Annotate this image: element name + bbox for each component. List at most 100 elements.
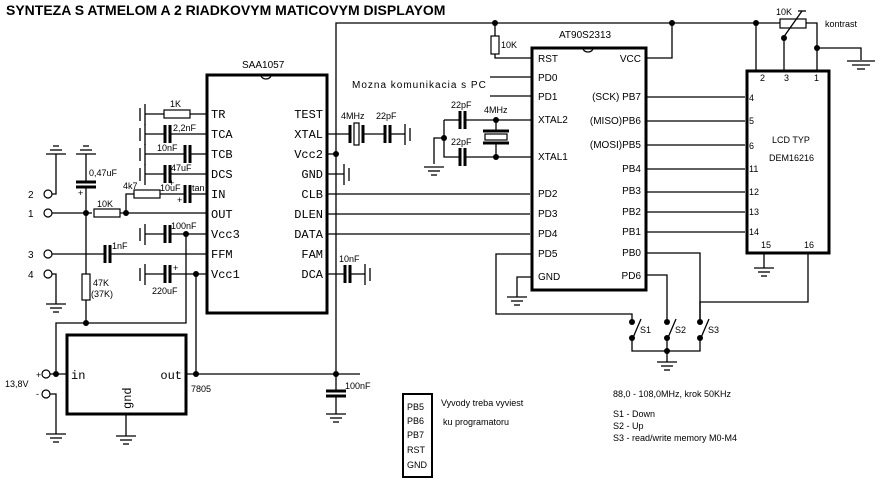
saa1057-chip: SAA1057 TR TCA TCB DCS IN OUT Vcc3 FFM V… <box>205 60 329 315</box>
label-100nf-vcc3: 100nF <box>171 221 197 231</box>
resistor-1k <box>163 109 191 119</box>
switch-s3-label: S3 <box>708 325 719 335</box>
label-10nf-dca: 10nF <box>339 254 360 264</box>
lcd-pin-6: 6 <box>749 141 754 151</box>
avr-pin-pb6: (MISO)PB6 <box>590 116 642 127</box>
prog-note-line1: Vyvody treba vyviest <box>441 398 524 408</box>
prog-pin-pb5: PB5 <box>407 402 424 412</box>
label-10k-rst: 10K <box>501 40 517 50</box>
supply-plus-sign: + <box>36 370 41 380</box>
switch-s2[interactable]: S2 <box>664 318 686 341</box>
lcd-pin-12: 12 <box>749 187 759 197</box>
plus-sign: + <box>173 263 178 273</box>
avr-pin-pd0: PD0 <box>538 73 558 84</box>
avr-pin-rst: RST <box>538 54 558 65</box>
lcd-type-label: LCD TYP <box>772 135 810 145</box>
label-22pf-xtal1: 22pF <box>451 137 472 147</box>
lcd-pin-16: 16 <box>804 240 814 250</box>
supply-voltage: 13,8V <box>5 379 29 389</box>
label-4mhz-avr: 4MHz <box>484 105 508 115</box>
label-kontrast: kontrast <box>825 19 858 29</box>
resistor-47k <box>81 273 91 301</box>
avr-pin-pb7: (SCK) PB7 <box>592 92 641 103</box>
connector-1 <box>43 208 53 218</box>
at90s2313-label: AT90S2313 <box>559 30 612 41</box>
lcd-module: 2 3 1 4 5 6 11 12 13 14 15 16 LCD TYP DE… <box>699 69 831 322</box>
saa1057-notch <box>260 74 272 80</box>
avr-pin-xtal1: XTAL1 <box>538 152 568 163</box>
resistor-10k-rst <box>490 35 500 55</box>
connector-3 <box>43 249 53 259</box>
avr-pin-pb0: PB0 <box>622 248 641 259</box>
pc-comm-note: Mozna komunikacia s PC <box>352 80 487 91</box>
regulator-gnd-label: gnd <box>121 387 135 409</box>
label-1k: 1K <box>170 99 181 109</box>
label-2-2nf: 2,2nF <box>173 123 197 133</box>
plus-sign: + <box>177 195 182 205</box>
saa-pin-vcc3: Vcc3 <box>211 228 240 242</box>
saa-pin-out: OUT <box>211 208 233 222</box>
avr-pin-pb2: PB2 <box>622 207 641 218</box>
saa-right-network: 4MHz 22pF 10nF <box>327 111 530 285</box>
label-0-47uf: 0,47uF <box>89 168 118 178</box>
prog-pin-rst: RST <box>407 445 426 455</box>
regulator-out-label: out <box>160 369 182 383</box>
lcd-pin-1: 1 <box>814 73 819 83</box>
lcd-pin-13: 13 <box>749 207 759 217</box>
resistor-4k7 <box>133 189 161 199</box>
programmer-header: PB5 PB6 PB7 RST GND Vyvody treba vyviest… <box>402 393 524 478</box>
label-10nf-tcb: 10nF <box>157 143 178 153</box>
saa-pin-ffm: FFM <box>211 248 233 262</box>
saa-pin-tca: TCA <box>211 128 233 142</box>
prog-pin-pb6: PB6 <box>407 416 424 426</box>
label-10k-out: 10K <box>97 199 113 209</box>
regulator-7805: in out gnd 7805 + 13,8V - 100nF <box>5 333 371 445</box>
label-22pf-saa: 22pF <box>376 111 397 121</box>
label-22pf-xtal2: 22pF <box>451 100 472 110</box>
lcd-pin-3: 3 <box>784 73 789 83</box>
lcd-pin-15: 15 <box>761 240 771 250</box>
avr-pin-pb5: (MOSI)PB5 <box>590 140 642 151</box>
avr-pin-pd1: PD1 <box>538 92 558 103</box>
saa-pin-tr: TR <box>211 108 225 122</box>
connector-4 <box>43 269 53 279</box>
connector-1-label: 1 <box>28 209 34 220</box>
label-47uf: 47uF <box>171 163 192 173</box>
connector-2-label: 2 <box>28 190 34 201</box>
avr-pin-pb3: PB3 <box>622 186 641 197</box>
resistor-10k-out <box>93 208 121 218</box>
s2-note: S2 - Up <box>613 421 644 431</box>
avr-pin-pd2: PD2 <box>538 189 558 200</box>
saa-pin-dcs: DCS <box>211 168 233 182</box>
frequency-note: 88,0 - 108,0MHz, krok 50KHz <box>613 389 732 399</box>
saa-pin-tcb: TCB <box>211 148 233 162</box>
avr-pin-xtal2: XTAL2 <box>538 115 568 126</box>
saa-pin-xtal: XTAL <box>294 128 323 142</box>
switch-s1[interactable]: S1 <box>629 318 651 341</box>
supply-minus-sign: - <box>36 389 39 399</box>
lcd-pin-14: 14 <box>749 227 759 237</box>
avr-pin-vcc: VCC <box>620 54 641 65</box>
lcd-pin-2: 2 <box>760 73 765 83</box>
supply-minus-terminal <box>41 389 51 399</box>
saa-pin-data: DATA <box>294 228 324 242</box>
plus-sign: + <box>78 188 83 198</box>
label-pot-10k: 10K <box>776 7 792 17</box>
switch-s3[interactable]: S3 <box>697 318 719 341</box>
avr-pin-pd6: PD6 <box>622 271 642 282</box>
avr-pin-pb4: PB4 <box>622 164 641 175</box>
label-100nf-out: 100nF <box>345 381 371 391</box>
avr-lcd-bus <box>646 96 745 322</box>
programmer-box <box>402 393 433 478</box>
regulator-name: 7805 <box>191 384 211 394</box>
lcd-pin-11: 11 <box>749 164 758 174</box>
prog-pin-pb7: PB7 <box>407 430 424 440</box>
avr-pin-pd5: PD5 <box>538 249 558 260</box>
label-4k7: 4k7 <box>123 181 138 191</box>
connector-4-label: 4 <box>28 270 34 281</box>
saa-pin-in: IN <box>211 188 225 202</box>
s1-note: S1 - Down <box>613 409 655 419</box>
s3-note: S3 - read/write memory M0-M4 <box>613 433 737 443</box>
saa-left-network: 1K 2,2nF 10nF 47uF + 4k7 10uF tan + 10K <box>52 99 207 375</box>
